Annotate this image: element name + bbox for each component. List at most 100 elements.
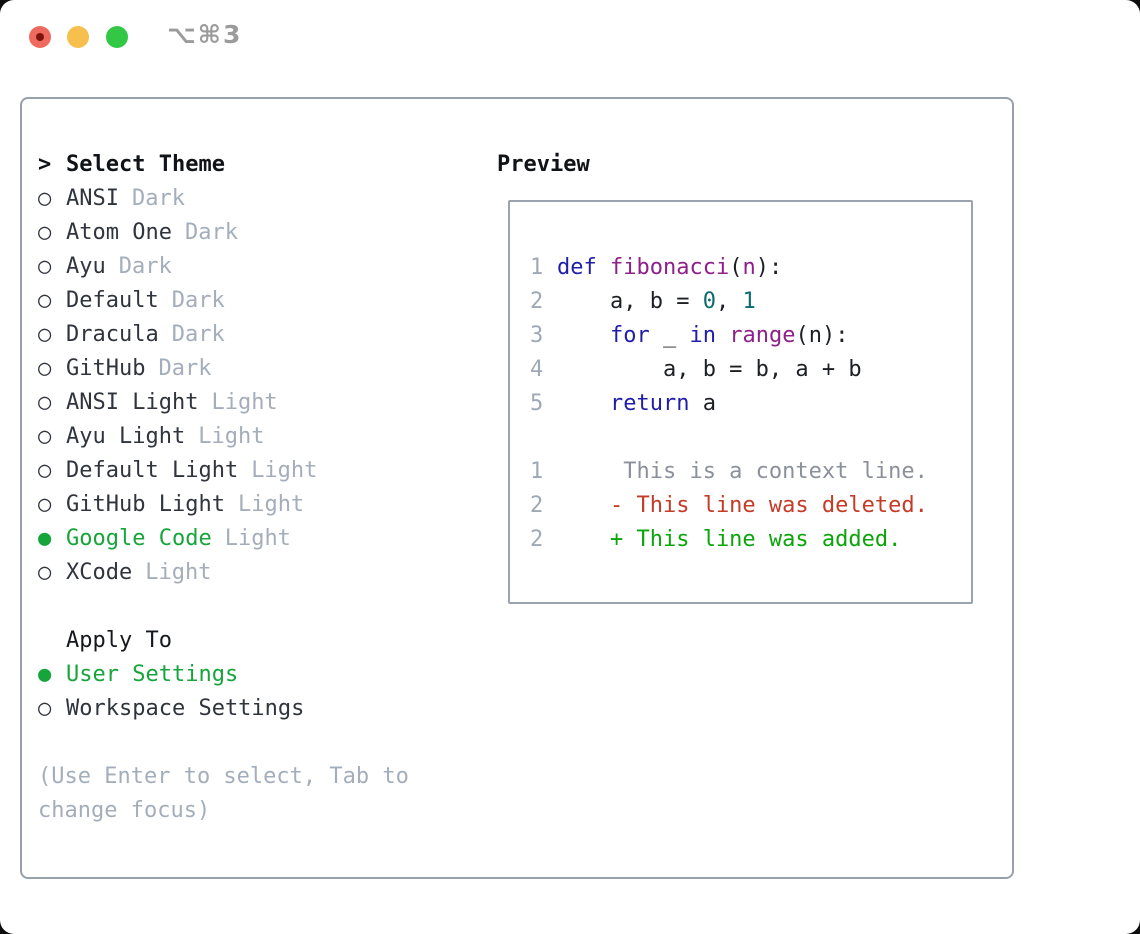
radio-icon: ○ xyxy=(38,560,52,585)
theme-variant: Light xyxy=(224,526,291,551)
theme-name: Ayu Light xyxy=(66,424,186,449)
code-line: 3 for _ in range(n): xyxy=(530,319,971,353)
radio-icon: ○ xyxy=(38,424,52,449)
diff-deleted-text: - This line was deleted. xyxy=(557,493,928,518)
theme-option-ayu-light[interactable]: ○ Ayu Light Light xyxy=(38,420,409,454)
theme-selector-panel: > Select Theme ○ ANSI Dark ○ Atom One Da… xyxy=(20,97,1014,879)
theme-name: Default xyxy=(66,288,159,313)
code-line: 2 a, b = 0, 1 xyxy=(530,285,971,319)
theme-name: Google Code xyxy=(66,526,212,551)
diff-context-line: 1 This is a context line. xyxy=(530,455,971,489)
zoom-button[interactable] xyxy=(106,26,128,48)
spacer xyxy=(38,590,409,624)
keyword: def xyxy=(557,255,597,280)
apply-option-workspace-settings[interactable]: ○ Workspace Settings xyxy=(38,692,409,726)
diff-added-line: 2 + This line was added. xyxy=(530,523,971,557)
spacer xyxy=(38,726,409,760)
line-number: 2 xyxy=(530,289,544,314)
theme-name: GitHub Light xyxy=(66,492,225,517)
radio-selected-icon: ● xyxy=(38,662,52,687)
theme-name: Dracula xyxy=(66,322,159,347)
theme-name: Ayu xyxy=(66,254,106,279)
parameter: n xyxy=(742,255,756,280)
radio-icon: ○ xyxy=(38,322,52,347)
diff-context-text: This is a context line. xyxy=(557,459,928,484)
diff-deleted-line: 2 - This line was deleted. xyxy=(530,489,971,523)
theme-variant: Dark xyxy=(171,322,225,347)
radio-icon: ○ xyxy=(38,458,52,483)
theme-variant: Light xyxy=(237,492,305,517)
theme-variant: Dark xyxy=(158,356,212,381)
theme-option-ansi-light[interactable]: ○ ANSI Light Light xyxy=(38,386,409,420)
theme-list: > Select Theme ○ ANSI Dark ○ Atom One Da… xyxy=(38,148,409,828)
theme-variant: Light xyxy=(198,424,265,449)
keyword: for xyxy=(609,323,650,348)
theme-option-github-light[interactable]: ○ GitHub Light Light xyxy=(38,488,409,522)
line-number: 2 xyxy=(530,493,544,518)
code-line: 1 def fibonacci(n): xyxy=(530,251,971,285)
theme-list-heading: Select Theme xyxy=(66,152,225,177)
theme-variant: Dark xyxy=(118,254,172,279)
radio-icon: ○ xyxy=(38,390,52,415)
apply-to-heading: Apply To xyxy=(66,628,172,653)
radio-icon: ○ xyxy=(38,220,52,245)
theme-name: ANSI Light xyxy=(66,390,199,415)
theme-option-ayu-dark[interactable]: ○ Ayu Dark xyxy=(38,250,409,284)
theme-variant: Light xyxy=(145,560,212,585)
keyword: return xyxy=(609,391,690,416)
code-line: 5 return a xyxy=(530,387,971,421)
theme-name: XCode xyxy=(66,560,133,585)
apply-to-heading-row: Apply To xyxy=(38,624,409,658)
theme-option-default-light[interactable]: ○ Default Light Light xyxy=(38,454,409,488)
code-line: 4 a, b = b, a + b xyxy=(530,353,971,387)
function-name: range xyxy=(729,323,796,348)
theme-variant: Dark xyxy=(171,288,225,313)
apply-option-user-settings[interactable]: ● User Settings xyxy=(38,658,409,692)
line-number: 4 xyxy=(530,357,544,382)
theme-name: Default Light xyxy=(66,458,239,483)
line-number: 2 xyxy=(530,527,544,552)
prompt-icon: > xyxy=(38,152,52,177)
theme-name: Atom One xyxy=(66,220,172,245)
theme-option-google-code[interactable]: ● Google Code Light xyxy=(38,522,409,556)
theme-option-ansi-dark[interactable]: ○ ANSI Dark xyxy=(38,182,409,216)
line-number: 1 xyxy=(530,459,544,484)
number-literal: 0 xyxy=(702,289,716,314)
theme-option-dracula-dark[interactable]: ○ Dracula Dark xyxy=(38,318,409,352)
theme-option-github-dark[interactable]: ○ GitHub Dark xyxy=(38,352,409,386)
keyboard-hint-line1: (Use Enter to select, Tab to xyxy=(38,764,409,789)
theme-list-heading-row: > Select Theme xyxy=(38,148,409,182)
function-name: fibonacci xyxy=(610,255,730,280)
radio-selected-icon: ● xyxy=(38,526,52,551)
theme-option-atom-one-dark[interactable]: ○ Atom One Dark xyxy=(38,216,409,250)
number-literal: 1 xyxy=(742,289,756,314)
preview-heading: Preview xyxy=(497,152,590,177)
theme-variant: Dark xyxy=(131,186,185,211)
line-number: 3 xyxy=(530,323,544,348)
keyword: in xyxy=(689,323,716,348)
theme-name: GitHub xyxy=(66,356,146,381)
theme-option-default-dark[interactable]: ○ Default Dark xyxy=(38,284,409,318)
minimize-button[interactable] xyxy=(67,26,89,48)
theme-variant: Light xyxy=(251,458,318,483)
radio-icon: ○ xyxy=(38,696,52,721)
theme-variant: Dark xyxy=(184,220,238,245)
radio-icon: ○ xyxy=(38,492,52,517)
apply-option-label: User Settings xyxy=(66,662,239,687)
keyboard-hint-line2: change focus) xyxy=(38,798,211,823)
theme-variant: Light xyxy=(211,390,278,415)
preview-pane: 1 def fibonacci(n): 2 a, b = 0, 1 3 for … xyxy=(508,200,973,604)
theme-option-xcode[interactable]: ○ XCode Light xyxy=(38,556,409,590)
diff-preview: 1 This is a context line. 2 - This line … xyxy=(530,455,971,557)
code-preview: 1 def fibonacci(n): 2 a, b = 0, 1 3 for … xyxy=(530,251,971,421)
close-button[interactable] xyxy=(29,26,51,48)
radio-icon: ○ xyxy=(38,356,52,381)
window-title: ⌥⌘3 xyxy=(167,20,243,49)
radio-icon: ○ xyxy=(38,254,52,279)
diff-added-text: + This line was added. xyxy=(557,527,902,552)
line-number: 1 xyxy=(530,255,544,280)
line-number: 5 xyxy=(530,391,544,416)
theme-name: ANSI xyxy=(66,186,119,211)
radio-icon: ○ xyxy=(38,288,52,313)
